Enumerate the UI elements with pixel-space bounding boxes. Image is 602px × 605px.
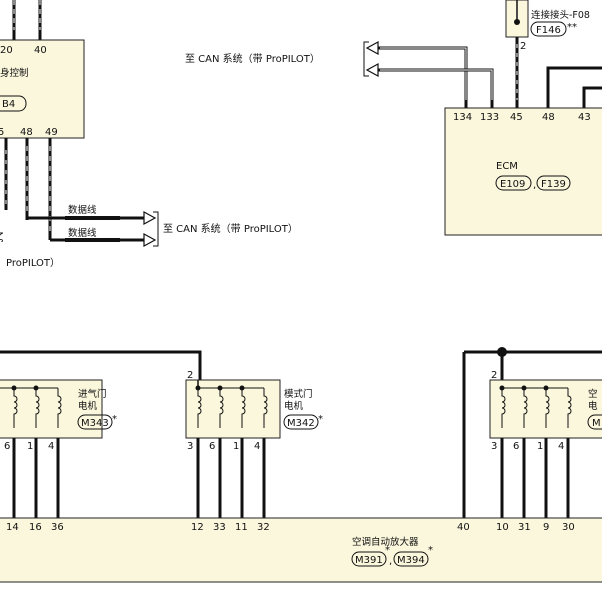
mode-motor-badge (283, 414, 319, 430)
amp-star-1: * (385, 545, 390, 556)
ecm-connector-badge-1 (495, 175, 532, 191)
partial-char: ζ (0, 232, 3, 243)
air-mix-pin-4: 4 (558, 441, 564, 452)
amp-connector-1: M391 (355, 555, 383, 566)
mode-pin-2: 2 (187, 370, 193, 381)
data-line-label-1: 数据线 (68, 204, 97, 216)
bcm-label: 身控制 (0, 67, 29, 79)
amp-pin-11: 11 (235, 522, 248, 533)
air-mix-pin-6: 6 (513, 441, 519, 452)
mode-pin-1: 1 (233, 441, 239, 452)
ecm-label: ECM (496, 161, 518, 172)
ecm-connector-1: E109 (500, 179, 525, 190)
air-mix-door-motor: 2 空 电 M 3 6 1 4 (489, 370, 602, 518)
amp-pin-33: 33 (213, 522, 226, 533)
amp-pin-30: 30 (562, 522, 575, 533)
intake-motor-connector: M343 (81, 418, 109, 429)
air-mix-pin-2: 2 (491, 370, 497, 381)
amp-connector-2: M394 (397, 555, 425, 566)
bcm-pin-20: 20 (0, 45, 13, 56)
intake-motor-label-1: 进气门 (78, 388, 107, 400)
intake-motor-badge (77, 414, 113, 430)
amp-connector-badge-1 (351, 551, 387, 567)
ecm-pin-134: 134 (453, 112, 472, 123)
amp-pin-31: 31 (518, 522, 531, 533)
amp-pin-10: 10 (496, 522, 509, 533)
bcm-connector: B4 (2, 99, 15, 110)
bcm-pin-48: 48 (20, 127, 33, 138)
joint-connector-badge (530, 21, 567, 37)
joint-connector: 2 连接接头-F08 F146 ** (505, 0, 590, 108)
amp-connector-separator: , (389, 556, 392, 567)
amp-pin-36: 36 (51, 522, 64, 533)
can-lines-ecm: 至 CAN 系统（带 ProPILOT） (185, 40, 494, 108)
data-line-label-2: 数据线 (68, 227, 97, 239)
intake-pin-4: 4 (48, 441, 54, 452)
amp-pin-32: 32 (257, 522, 270, 533)
joint-connector-label: 连接接头-F08 (531, 9, 590, 21)
propilot-fragment: ProPILOT） (6, 257, 60, 269)
joint-pin-2: 2 (520, 41, 526, 52)
mode-pin-4: 4 (254, 441, 260, 452)
power-bus-left (0, 350, 202, 380)
mode-pin-3: 3 (187, 441, 193, 452)
amp-star-2: * (428, 545, 433, 556)
can-lines-body: 数据线 数据线 至 CAN 系统（带 ProPILOT） (25, 138, 298, 248)
air-mix-pin-3: 3 (491, 441, 497, 452)
mode-door-motor: 2 模式门 电机 M342 * 3 6 1 4 (185, 370, 323, 518)
air-mix-badge (587, 414, 602, 430)
air-mix-label-1: 空 (588, 388, 598, 400)
amp-pin-12: 12 (191, 522, 204, 533)
amp-label: 空调自动放大器 (352, 536, 419, 548)
mode-motor-star: * (318, 414, 323, 425)
air-mix-pin-1: 1 (537, 441, 543, 452)
bcm-pin-40: 40 (34, 45, 47, 56)
bcm-connector-badge (0, 95, 27, 112)
ecm-pin-133: 133 (480, 112, 499, 123)
amp-pin-9: 9 (543, 522, 549, 533)
amp-pin-16: 16 (29, 522, 42, 533)
bcm-pin-5: 5 (0, 127, 4, 138)
intake-motor-label-2: 电机 (78, 400, 98, 412)
ecm-box (444, 107, 602, 236)
ecm: 134 133 45 48 43 ECM E109 , F139 (444, 66, 602, 236)
ecm-pin-45: 45 (510, 112, 523, 123)
mode-motor-label-2: 电机 (284, 400, 304, 412)
splice-point (497, 347, 507, 357)
amp-pin-40: 40 (457, 522, 470, 533)
body-control-module: 20 40 身控制 B4 5 48 49 ζ ProPILOT） (0, 0, 85, 269)
air-mix-connector: M (592, 418, 601, 429)
amp-pin-14: 14 (6, 522, 19, 533)
auto-amp-box (0, 517, 602, 583)
mode-motor-label-1: 模式门 (284, 388, 313, 400)
auto-amp: 14 16 36 12 33 11 32 40 10 31 9 30 空调自动放… (0, 517, 602, 583)
intake-motor-star: * (112, 414, 117, 425)
bcm-pin-49: 49 (45, 127, 58, 138)
ecm-connector-badge-2 (536, 175, 571, 191)
mode-motor-connector: M342 (287, 418, 315, 429)
ecm-pin-48: 48 (542, 112, 555, 123)
joint-connector-id: F146 (536, 25, 561, 36)
ecm-connector-separator: , (533, 180, 536, 191)
intake-door-motor: 进气门 电机 M343 * 6 1 4 (0, 379, 117, 518)
ecm-connector-2: F139 (541, 179, 566, 190)
air-mix-label-2: 电 (588, 400, 598, 412)
joint-connector-marks: ** (567, 22, 577, 33)
to-can-system-body: 至 CAN 系统（带 ProPILOT） (163, 222, 298, 235)
amp-connector-badge-2 (393, 551, 429, 567)
mode-pin-6: 6 (209, 441, 215, 452)
ecm-pin-43: 43 (578, 112, 591, 123)
to-can-system-ecm: 至 CAN 系统（带 ProPILOT） (185, 52, 320, 65)
intake-pin-6: 6 (4, 441, 10, 452)
intake-pin-1: 1 (27, 441, 33, 452)
body-control-box (0, 39, 85, 139)
